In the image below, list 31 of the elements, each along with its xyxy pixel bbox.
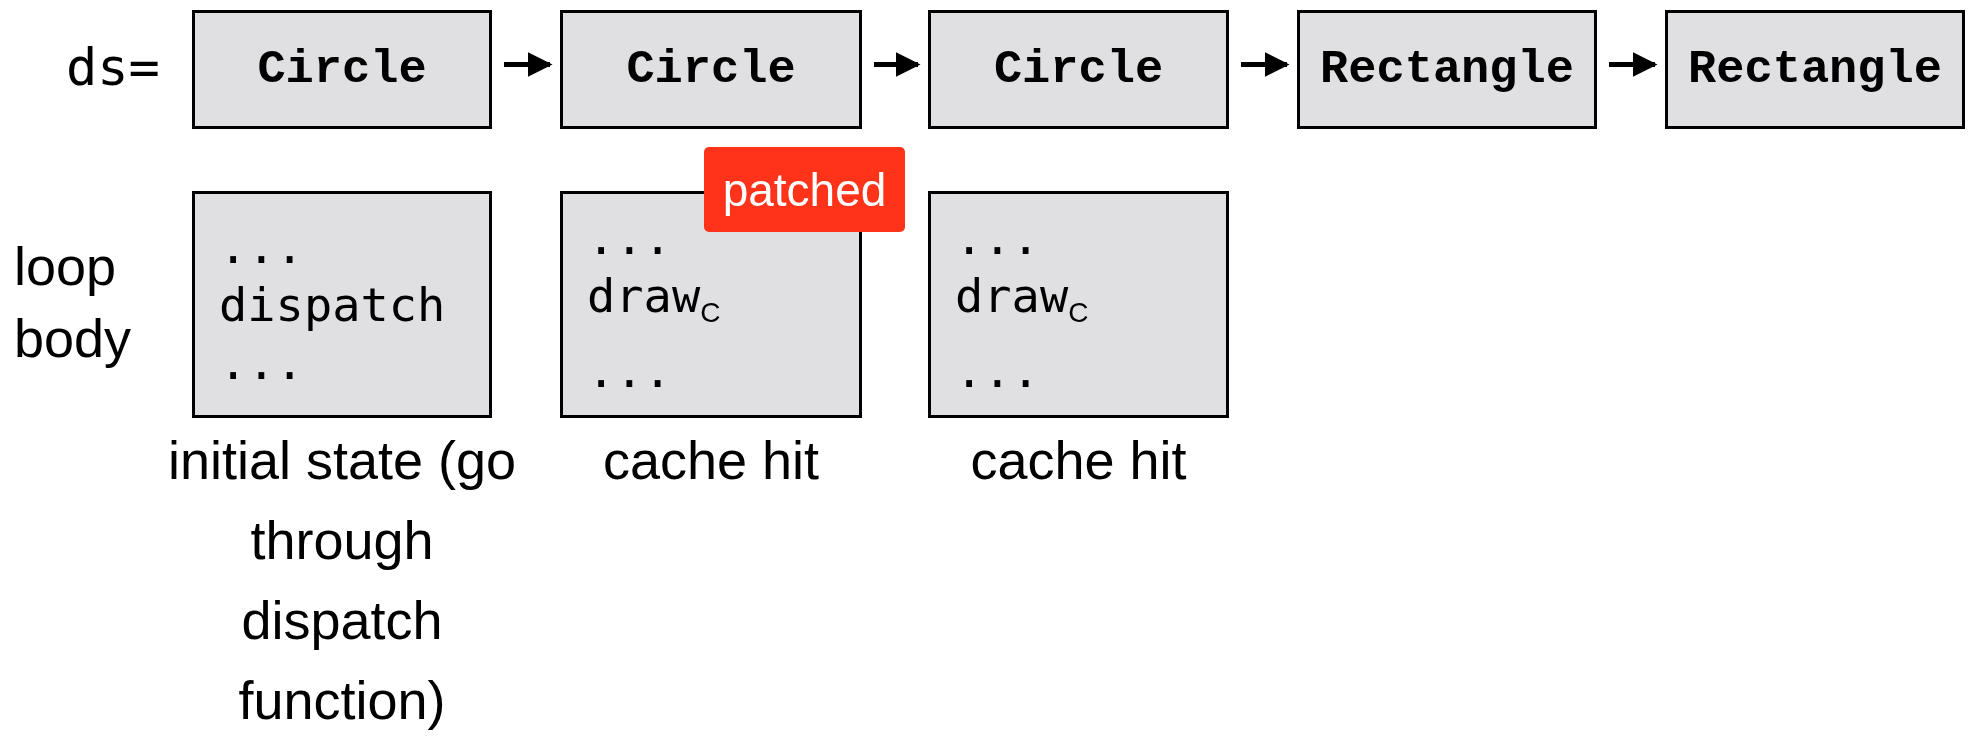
node-label: cache hit: [969, 429, 1188, 492]
badge-label: patched: [704, 147, 905, 232]
row-label: loop body: [14, 235, 133, 370]
code-line: ...: [955, 342, 1040, 401]
code-line: ...: [587, 208, 672, 267]
arrow: [1241, 52, 1290, 77]
code-line: ...: [219, 333, 304, 392]
type-box: [928, 10, 1229, 129]
code-box: [192, 191, 492, 418]
type-box: [192, 10, 492, 129]
code-line: ...: [219, 217, 304, 276]
code-line: draw$_{C}$: [587, 266, 721, 331]
type-name: Rectangle: [1688, 43, 1942, 96]
type-box: [1297, 10, 1597, 129]
code-box: [928, 191, 1229, 418]
type-name: Rectangle: [1320, 43, 1574, 96]
arrow: [504, 52, 553, 77]
arrow: [1609, 52, 1658, 77]
node-label: initial state (go through dispatch function): [167, 429, 517, 732]
code-line: dispatch: [219, 275, 446, 334]
code-line: ...: [587, 342, 672, 401]
variable-label: ds=: [66, 38, 161, 96]
type-box: [1665, 10, 1965, 129]
type-name: Circle: [626, 43, 796, 96]
node-label: cache hit: [601, 429, 821, 492]
arrow: [874, 52, 921, 77]
type-name: Circle: [993, 43, 1164, 96]
code-line: ...: [955, 208, 1040, 267]
type-box: [560, 10, 862, 129]
type-name: Circle: [257, 43, 427, 96]
code-line: draw$_{C}$: [955, 266, 1089, 331]
